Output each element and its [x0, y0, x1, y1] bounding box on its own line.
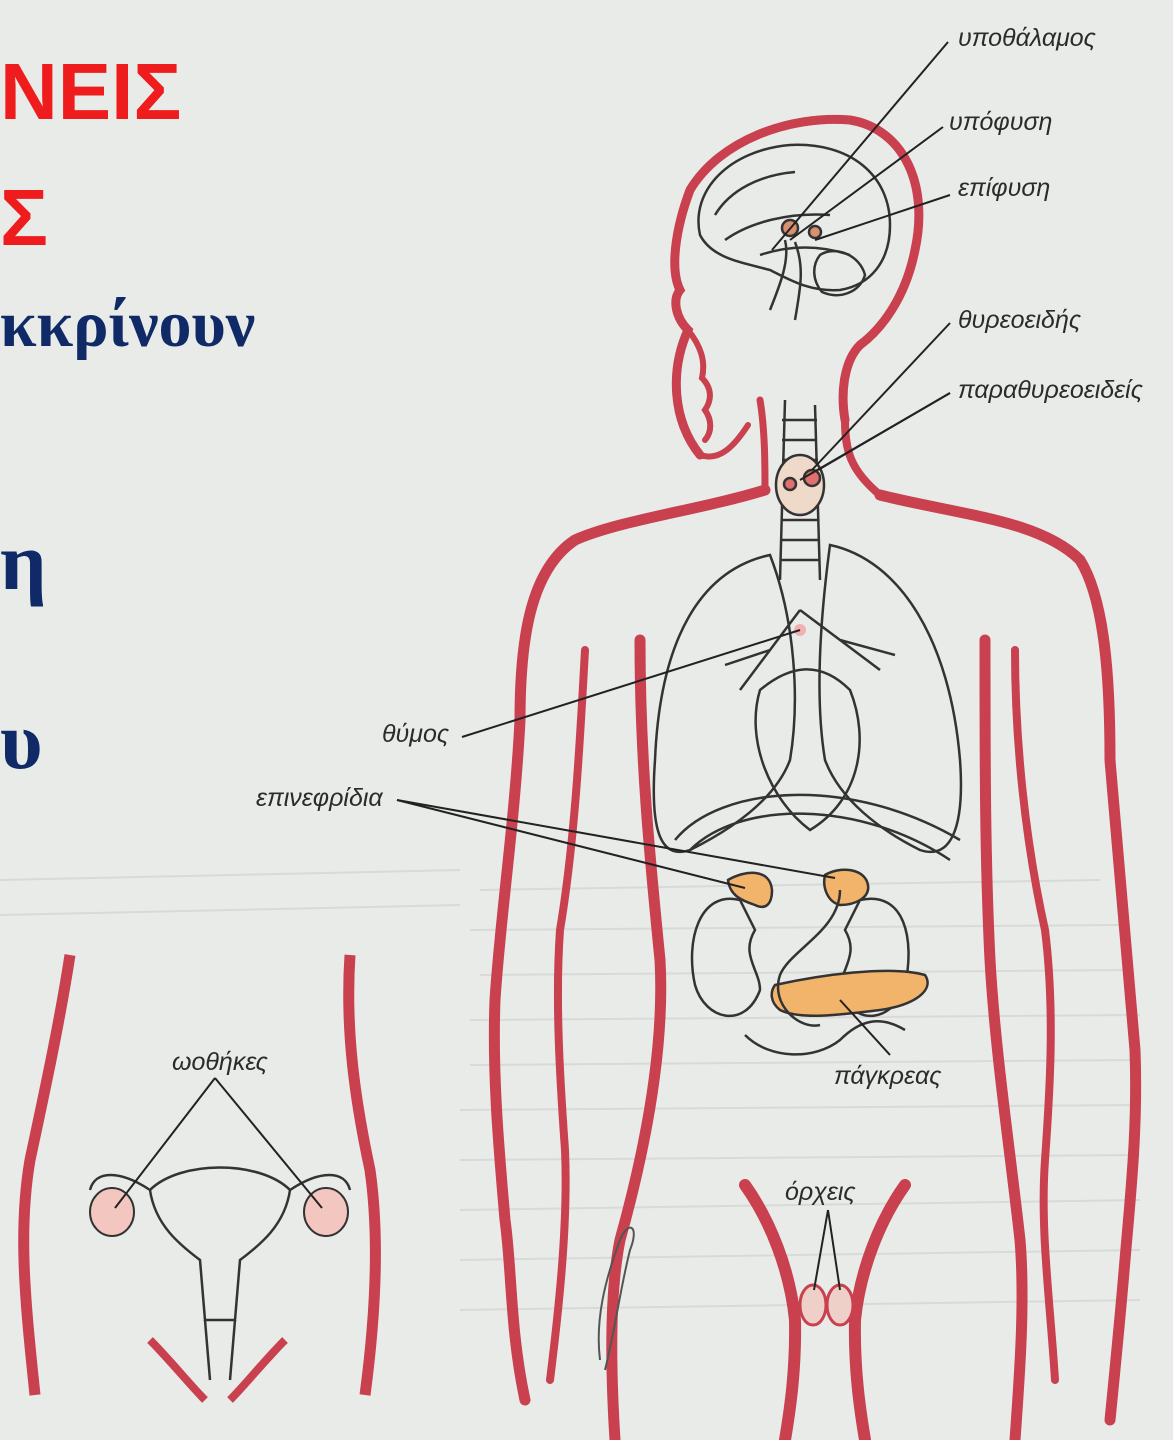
female-inner-thigh-right [230, 1340, 285, 1400]
label-thymus: θύμος [382, 722, 449, 747]
thoracic-organs [654, 545, 961, 860]
female-hip-left [24, 955, 70, 1395]
right-shoulder-arm-outer [880, 495, 1136, 1420]
label-pituitary: υπόφυση [949, 110, 1052, 135]
left-leg-inner [745, 1185, 795, 1440]
left-torso [612, 640, 661, 1440]
label-testes: όρχεις [785, 1180, 856, 1205]
heading-line-4: η [0, 521, 47, 603]
heading-line-1: ΝΕΙΣ [0, 52, 181, 132]
label-hypothalamus: υποθάλαμος [958, 26, 1096, 51]
heading-line-2: Σ [0, 178, 48, 258]
brain [698, 145, 890, 320]
trachea [776, 400, 824, 580]
female-inset [24, 955, 376, 1400]
abdominal-organs [692, 870, 928, 1055]
head-outline [675, 119, 919, 455]
right-leg-inner [855, 1185, 905, 1440]
background-texture [0, 870, 1140, 1310]
label-pineal: επίφυση [958, 176, 1050, 201]
label-leader-lines [115, 42, 950, 1290]
left-shoulder-arm-outer [494, 490, 765, 1400]
testes-drawing [800, 1285, 853, 1325]
heading-line-3: κκρίνουν [0, 292, 255, 358]
left-arm-inner [550, 650, 585, 1380]
label-ovaries: ωοθήκες [172, 1050, 268, 1075]
label-thyroid: θυρεοειδής [958, 308, 1081, 333]
neck-left [760, 400, 765, 490]
label-pancreas: πάγκρεας [834, 1064, 941, 1089]
label-adrenals: επινεφρίδια [256, 786, 383, 811]
label-parathyroid: παραθυρεοειδείς [958, 378, 1143, 403]
heading-line-5: υ [0, 700, 43, 782]
neck-right [845, 420, 880, 495]
female-hip-right [349, 955, 376, 1395]
face-profile [688, 330, 748, 457]
female-inner-thigh-left [150, 1340, 205, 1400]
left-ovary [90, 1188, 134, 1236]
